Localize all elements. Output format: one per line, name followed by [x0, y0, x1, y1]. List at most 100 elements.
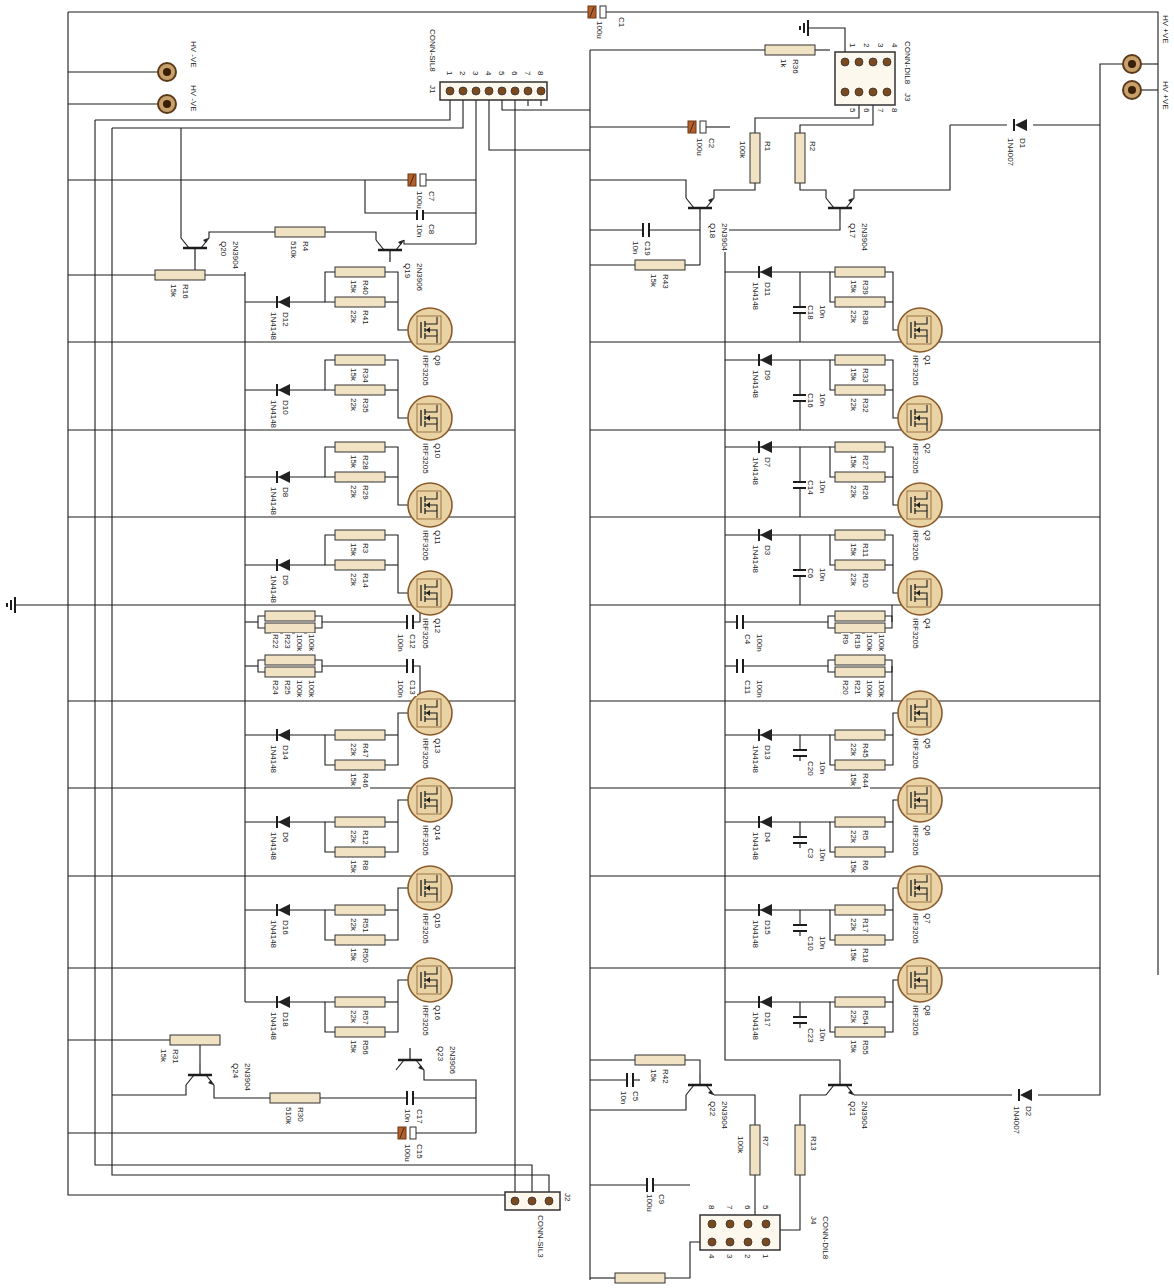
capacitor-plate — [412, 1091, 414, 1105]
mosfet-outline — [907, 316, 931, 344]
part-label: C9 — [657, 1193, 666, 1205]
part-label: Q16 — [433, 1004, 442, 1021]
wire — [489, 100, 590, 150]
part-label: 15k — [349, 542, 358, 557]
diode-symbol — [277, 996, 290, 1008]
part-label: CONN-SIL8 — [428, 28, 437, 73]
resistor-symbol — [155, 270, 205, 280]
resistor-symbol — [265, 655, 315, 665]
mosfet-arrow — [426, 327, 430, 333]
wire — [830, 272, 835, 302]
wire — [649, 229, 700, 230]
part-label: 100u — [403, 1143, 412, 1163]
wire — [725, 271, 830, 272]
wire — [799, 447, 800, 482]
transistor-arrow — [848, 1090, 853, 1095]
mosfet-symbol — [898, 866, 942, 910]
part-label: Q12 — [433, 617, 442, 634]
connector-pin — [524, 87, 532, 95]
part-label: C8 — [427, 223, 436, 235]
wire — [799, 401, 800, 430]
wire — [885, 980, 898, 1032]
capacitor-body — [588, 6, 596, 18]
resistor-symbol — [835, 935, 885, 945]
wire — [590, 967, 1100, 968]
part-label: 1N4148 — [269, 311, 278, 341]
connector-symbol — [440, 82, 547, 100]
part-label: 15k — [169, 283, 178, 298]
resistor-symbol — [835, 297, 885, 307]
diode-triangle — [278, 729, 290, 741]
part-label: 1N4148 — [751, 831, 760, 861]
wire — [527, 100, 528, 106]
part-label: 15k — [349, 367, 358, 382]
diode-bar — [276, 471, 278, 483]
connector-pin — [841, 88, 849, 96]
part-label: 100k — [307, 633, 316, 652]
mosfet-outline — [417, 491, 441, 519]
part-label: 1N4148 — [751, 281, 760, 311]
mosfet-lead — [425, 599, 437, 606]
wire — [590, 875, 1100, 876]
part-label: R27 — [861, 454, 870, 471]
wire — [385, 713, 408, 765]
mosfet-symbol — [408, 958, 452, 1002]
diode-bar — [276, 384, 278, 396]
wire — [385, 272, 408, 330]
transistor-lead — [699, 1073, 700, 1085]
part-label: 100k — [736, 1135, 745, 1154]
resistor-symbol — [335, 997, 385, 1007]
diode-triangle — [278, 559, 290, 571]
diode-bar — [276, 816, 278, 828]
ground-plate — [6, 603, 8, 607]
mosfet-gate — [420, 497, 421, 513]
resistor-symbol — [835, 1027, 885, 1037]
wire — [385, 909, 398, 910]
capacitor-symbol — [793, 570, 807, 576]
diode-symbol — [759, 441, 772, 453]
part-label: R40 — [361, 279, 370, 296]
mosfet-lead — [425, 593, 437, 599]
part-label: 1N4148 — [269, 831, 278, 861]
wire — [725, 821, 830, 822]
part-label: C17 — [415, 1108, 424, 1125]
mosfet-outline — [907, 874, 931, 902]
part-label: D18 — [281, 1011, 290, 1028]
part-label: 15k — [349, 1039, 358, 1054]
capacitor-symbol — [793, 307, 807, 313]
part-label: R18 — [861, 947, 870, 964]
part-label: R22 — [271, 633, 280, 650]
ground-symbol — [7, 597, 15, 613]
part-label: R8 — [361, 859, 370, 871]
components — [7, 6, 1141, 1283]
transistor-lead — [376, 240, 384, 250]
part-label: R20 — [841, 679, 850, 696]
part-label: 10n — [403, 1108, 412, 1123]
part-label: 100u — [595, 20, 604, 40]
part-label: 100k — [877, 633, 886, 652]
transistor-lead — [839, 208, 840, 220]
transistor-symbol — [686, 1073, 714, 1095]
mosfet-body — [408, 958, 452, 1002]
resistor-symbol — [835, 442, 885, 452]
wire — [258, 660, 265, 672]
part-label: R42 — [661, 1068, 670, 1085]
resistor-symbol — [750, 133, 760, 183]
part-label: 6 — [862, 107, 871, 113]
mosfet-outline — [907, 491, 931, 519]
mosfet-gate — [420, 705, 421, 721]
mosfet-arrow — [426, 797, 430, 803]
wire — [68, 179, 408, 180]
part-label: R46 — [361, 772, 370, 789]
capacitor-plate — [793, 1016, 807, 1018]
transistor-lead — [706, 198, 714, 208]
wire — [799, 360, 800, 395]
wire — [112, 100, 463, 128]
mosfet-lead — [915, 593, 927, 599]
wire — [828, 660, 835, 672]
resistor-symbol — [335, 530, 385, 540]
part-label: 1N4148 — [269, 399, 278, 429]
part-label: R1 — [763, 140, 772, 152]
mosfet-lead — [425, 418, 437, 424]
resistor-symbol — [270, 1093, 320, 1103]
